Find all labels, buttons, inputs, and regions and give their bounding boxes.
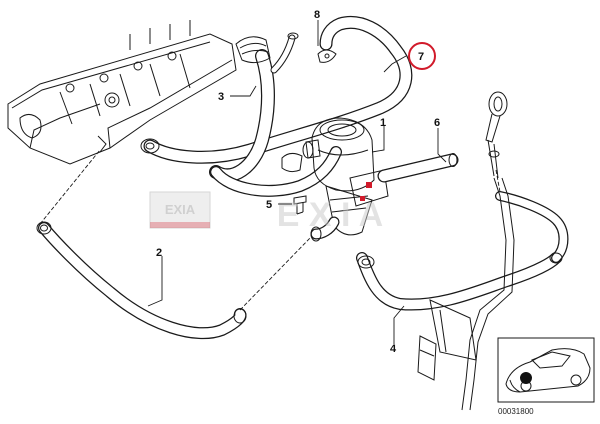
car-location-icon [505,348,591,393]
watermark-logo-text: EXIA [165,202,196,217]
callout-6: 6 [434,117,440,129]
part-8-clip [270,32,337,74]
callout-5: 5 [266,199,272,211]
valve-cover-icon [7,20,237,165]
callout-leaders [147,20,447,344]
callout-4: 4 [390,343,397,355]
callout-3: 3 [218,91,224,103]
callout-7-highlight-ring [408,42,436,70]
callout-8: 8 [314,9,320,21]
screw-5 [293,195,307,215]
hose-3 [140,16,413,183]
hose-4 [356,191,569,311]
dipstick-tube [417,91,515,411]
hose-2 [36,149,313,340]
diagram-number: 00031800 [498,407,534,416]
callout-7: 7 [418,51,424,63]
pipe-6 [377,153,459,183]
car-location-inset [497,337,595,403]
watermark-text: E X I A [277,196,383,234]
hose-7 [210,146,342,197]
callout-2: 2 [156,247,162,259]
callout-1: 1 [380,117,386,129]
watermark: EXIA E X I A [149,191,383,234]
pressure-control-valve [302,117,389,242]
